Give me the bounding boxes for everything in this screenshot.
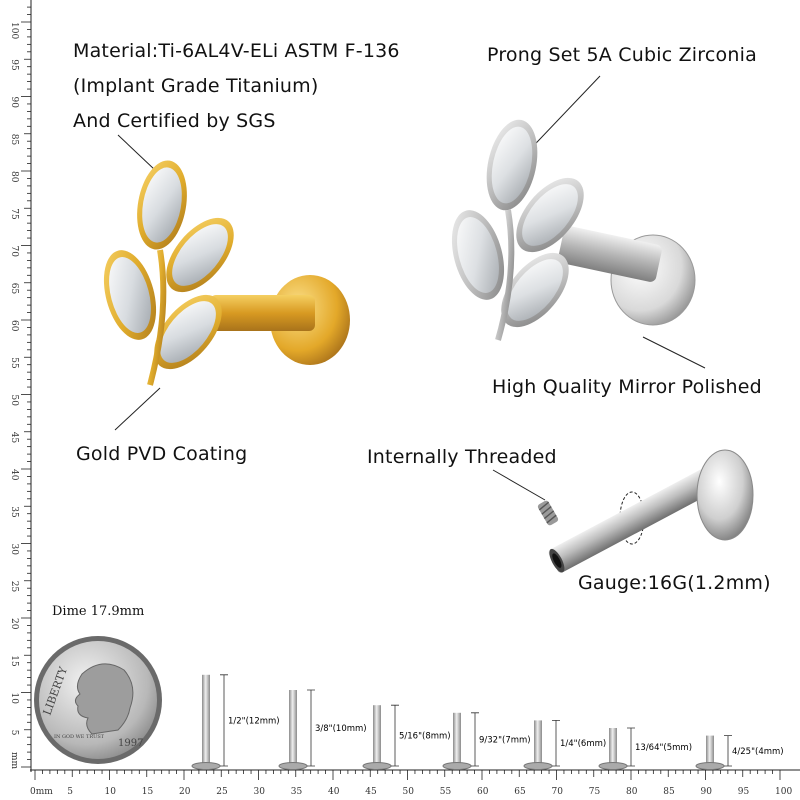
bottom-ruler-number: 65 xyxy=(514,787,526,797)
coin-year: 1997 xyxy=(118,738,143,749)
post-base xyxy=(278,762,308,770)
gold-leaf-right-upper xyxy=(166,217,234,293)
post-bar xyxy=(534,720,542,766)
left-ruler-number: 45 xyxy=(9,432,19,444)
post-base xyxy=(442,762,472,770)
post-base xyxy=(191,762,221,770)
gold-leaf-left xyxy=(103,250,157,340)
material-label-line3: And Certified by SGS xyxy=(73,110,276,132)
bottom-ruler-number: 55 xyxy=(440,787,452,797)
gold-leaf-right-lower xyxy=(154,294,222,370)
gold-post xyxy=(210,295,315,331)
post-bar xyxy=(706,735,714,766)
post-lengths: 1/2"(12mm) 3/8"(10mm) 5/16"(8mm) 9/32"(7mm)… xyxy=(191,674,784,770)
bottom-ruler-number: 95 xyxy=(738,787,750,797)
material-label-line2: (Implant Grade Titanium) xyxy=(73,75,319,97)
dime-coin: LIBERTY IN GOD WE TRUST 1997 xyxy=(34,636,162,764)
post-bracket xyxy=(307,689,315,767)
post-bracket xyxy=(627,727,635,767)
coin-motto: IN GOD WE TRUST xyxy=(54,734,105,740)
threaded-label: Internally Threaded xyxy=(367,446,557,468)
post-length-label: 4/25"(4mm) xyxy=(732,747,784,757)
silver-leaf-earring xyxy=(451,119,696,341)
left-ruler-unit: mm xyxy=(9,752,19,770)
post-length-label: 13/64"(5mm) xyxy=(635,743,692,753)
left-ruler-number: 25 xyxy=(9,581,19,593)
screw-icon xyxy=(537,500,559,526)
bottom-ruler-number: 20 xyxy=(179,787,191,797)
left-ruler-number: 60 xyxy=(9,320,19,332)
bottom-ruler-number: 10 xyxy=(105,787,117,797)
left-ruler-number: 80 xyxy=(9,171,19,183)
post-bar xyxy=(373,705,381,766)
bottom-ruler-number: 45 xyxy=(365,787,377,797)
post-bar xyxy=(609,728,617,766)
left-ruler-number: 95 xyxy=(9,59,19,71)
dime-label: Dime 17.9mm xyxy=(52,604,145,619)
gold-leaf-earring xyxy=(103,160,350,386)
post-bracket xyxy=(220,674,228,767)
post-base xyxy=(362,762,392,770)
post-length-label: 9/32"(7mm) xyxy=(479,735,531,745)
left-ruler-number: 90 xyxy=(9,97,19,109)
left-ruler-number: 5 xyxy=(9,730,19,736)
left-ruler-number: 10 xyxy=(9,693,19,705)
post-base xyxy=(695,762,725,770)
left-ruler-number: 50 xyxy=(9,395,19,407)
bottom-ruler-number: 35 xyxy=(291,787,303,797)
left-ruler-number: 100 xyxy=(9,22,19,39)
gold-leaf-top xyxy=(137,160,187,250)
bottom-ruler-number: 100 xyxy=(775,787,792,797)
left-ruler-number: 55 xyxy=(9,357,19,369)
left-ruler-number: 85 xyxy=(9,134,19,146)
left-ruler-number: 65 xyxy=(9,283,19,295)
left-ruler-number: 20 xyxy=(9,618,19,630)
bottom-ruler-unit: 0mm xyxy=(30,787,53,797)
post-length-label: 1/4"(6mm) xyxy=(560,739,606,749)
prong-label: Prong Set 5A Cubic Zirconia xyxy=(487,44,757,66)
post-bracket xyxy=(391,704,399,767)
post-bar xyxy=(289,690,297,766)
material-label-line1: Material:Ti-6AL4V-ELi ASTM F-136 xyxy=(73,40,400,62)
post-length-label: 3/8"(10mm) xyxy=(315,724,367,734)
post-bracket xyxy=(552,720,560,767)
bottom-ruler-number: 85 xyxy=(663,787,675,797)
post-base xyxy=(598,762,628,770)
bottom-ruler-number: 90 xyxy=(701,787,713,797)
bottom-ruler-number: 80 xyxy=(626,787,638,797)
bottom-ruler-number: 60 xyxy=(477,787,489,797)
left-ruler: 5 10 15 20 25 30 35 40 45 50 55 60 65 70 75 80 85 90 95 100… xyxy=(9,0,32,772)
post-bar xyxy=(202,674,210,766)
left-ruler-number: 30 xyxy=(9,544,19,556)
post-base xyxy=(523,762,553,770)
left-ruler-number: 75 xyxy=(9,208,19,220)
left-ruler-number: 70 xyxy=(9,246,19,258)
labret-post xyxy=(548,449,754,573)
left-ruler-number: 15 xyxy=(9,655,19,667)
bottom-ruler-number: 5 xyxy=(67,787,73,797)
post-length-label: 1/2"(12mm) xyxy=(228,716,280,726)
post-bracket xyxy=(471,712,479,767)
coating-label: Gold PVD Coating xyxy=(76,443,248,465)
bottom-ruler-number: 25 xyxy=(216,787,228,797)
bottom-ruler-number: 15 xyxy=(142,787,154,797)
left-ruler-number: 40 xyxy=(9,469,19,481)
bottom-ruler: 5 10 15 20 25 30 35 40 45 50 55 60 65 70 75 80 85 90 95 100… xyxy=(30,769,800,797)
polish-label: High Quality Mirror Polished xyxy=(492,376,762,398)
post-length-label: 5/16"(8mm) xyxy=(399,732,451,742)
bottom-ruler-number: 30 xyxy=(254,787,266,797)
bottom-ruler-number: 40 xyxy=(328,787,340,797)
bottom-ruler-number: 75 xyxy=(589,787,601,797)
post-bar xyxy=(453,712,461,766)
bottom-ruler-number: 50 xyxy=(403,787,415,797)
post-bracket xyxy=(724,735,732,767)
gauge-label: Gauge:16G(1.2mm) xyxy=(578,572,771,594)
bottom-ruler-number: 70 xyxy=(552,787,564,797)
left-ruler-number: 35 xyxy=(9,506,19,518)
